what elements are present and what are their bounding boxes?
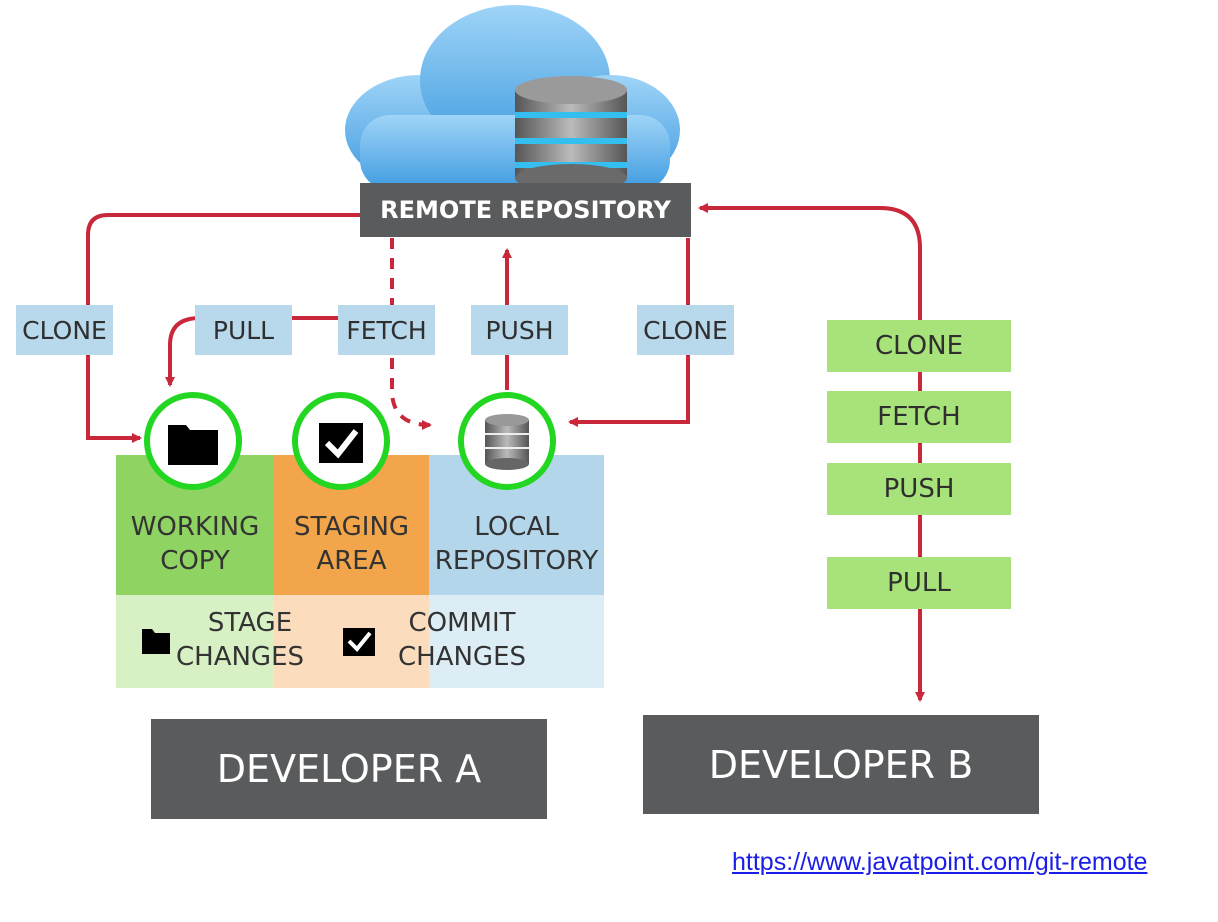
- fetch-label: FETCH: [338, 305, 435, 355]
- remote-repository-label: REMOTE REPOSITORY: [360, 183, 691, 237]
- developer-b-step-pull: PULL: [827, 557, 1011, 609]
- commit-changes-text: COMMIT CHANGES: [398, 604, 526, 676]
- stage-folder-icon: [142, 629, 170, 654]
- local-repo-icon-ring: [458, 392, 556, 490]
- staging-area-line2: AREA: [316, 546, 387, 576]
- pull-label: PULL: [195, 305, 292, 355]
- staging-area-text: STAGING AREA: [274, 508, 429, 580]
- source-link[interactable]: https://www.javatpoint.com/git-remote: [732, 848, 1148, 876]
- commit-changes-line2: CHANGES: [397, 642, 527, 672]
- folder-icon: [168, 425, 218, 465]
- database-icon: [515, 76, 627, 192]
- developer-b-arrow: [698, 203, 922, 700]
- staging-area-line1: STAGING: [293, 512, 410, 542]
- developer-b-step-clone: CLONE: [827, 320, 1011, 372]
- commit-checkbox-icon: [343, 628, 375, 656]
- developer-b-box: DEVELOPER B: [643, 715, 1039, 814]
- developer-b-step-fetch: FETCH: [827, 391, 1011, 443]
- working-copy-icon-ring: [144, 392, 242, 490]
- stage-changes-line1: STAGE: [207, 608, 293, 638]
- cloud-icon: [345, 5, 680, 190]
- flow-arrows: [86, 203, 925, 702]
- staging-icon-ring: [292, 392, 390, 490]
- stage-changes-text: STAGE CHANGES: [176, 604, 304, 676]
- commit-changes-line1: COMMIT: [408, 608, 516, 638]
- clone-right-arrow: [568, 238, 690, 427]
- checkbox-icon: [319, 423, 363, 463]
- clone-right-label: CLONE: [637, 305, 734, 355]
- database-icon: [485, 414, 529, 470]
- working-copy-line2: COPY: [160, 546, 230, 576]
- fetch-arrow: [390, 238, 432, 430]
- stage-changes-line2: CHANGES: [175, 642, 305, 672]
- developer-b-step-push: PUSH: [827, 463, 1011, 515]
- developer-a-box: DEVELOPER A: [151, 719, 547, 819]
- local-repository-line2: REPOSITORY: [434, 546, 599, 576]
- local-repository-text: LOCAL REPOSITORY: [429, 508, 604, 580]
- working-copy-line1: WORKING: [130, 512, 260, 542]
- push-label: PUSH: [471, 305, 568, 355]
- working-copy-text: WORKING COPY: [116, 508, 274, 580]
- clone-left-label: CLONE: [16, 305, 113, 355]
- clone-left-arrow: [86, 213, 360, 443]
- local-repository-line1: LOCAL: [474, 512, 559, 542]
